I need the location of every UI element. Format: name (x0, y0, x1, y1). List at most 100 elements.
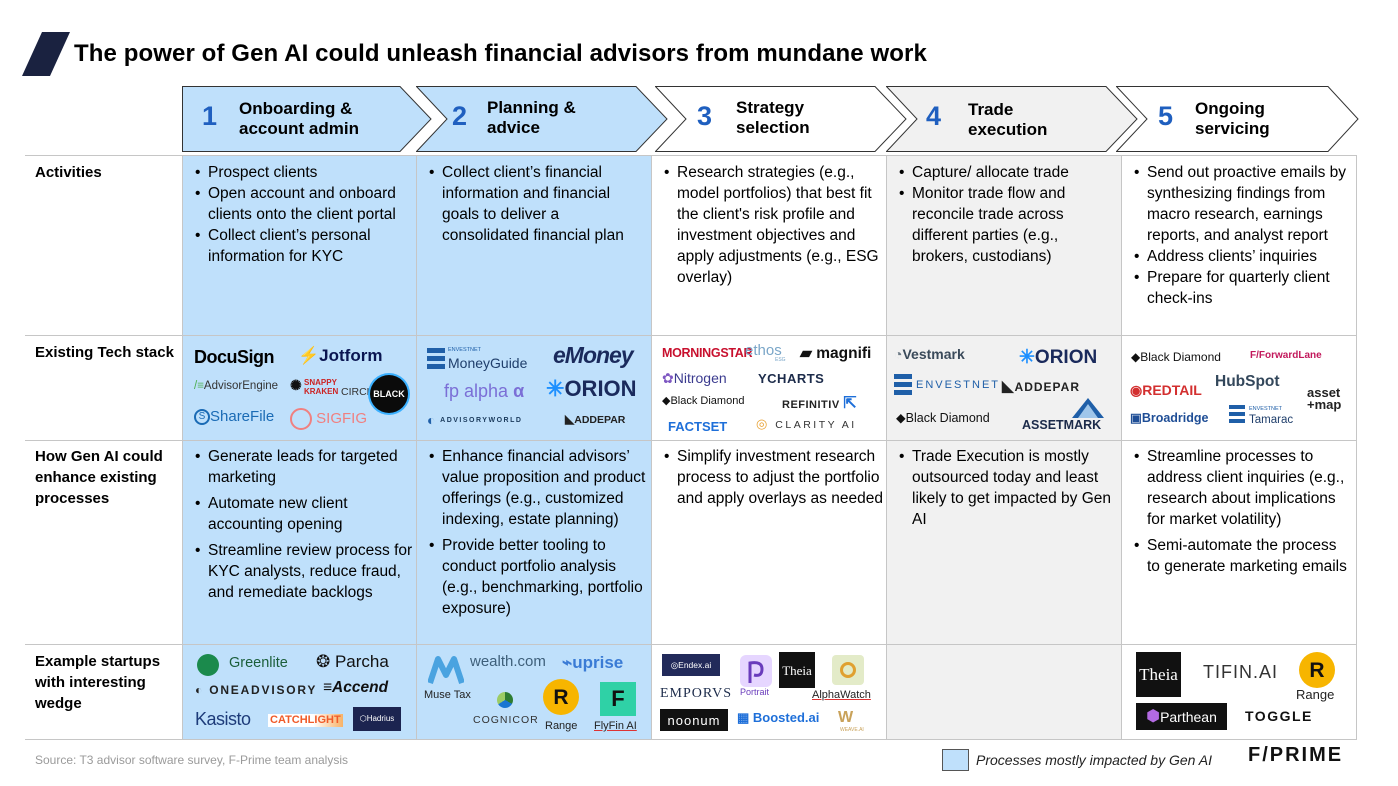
logo-envestnet: ENVESTNET (916, 379, 1001, 391)
logo-catchlight: CATCHLIGHT (268, 714, 343, 727)
cognicor-icon (497, 692, 513, 708)
logo-oneadvisory: ◐ ONEADVISORY (195, 683, 318, 697)
logo-factset: FACTSET (668, 419, 728, 434)
title-bar: The power of Gen AI could unleash financ… (22, 32, 927, 76)
alphawatch-icon (832, 655, 864, 685)
stage-number: 2 (452, 101, 468, 131)
flyfin-icon: F (600, 682, 636, 716)
logo-assetmark: ASSETMARK (1022, 418, 1102, 432)
logo-advisoryworld: ◐ ADVISORYWORLD (427, 412, 523, 428)
chevron-arrow-icon (886, 86, 1138, 152)
logo-moneyguide: MoneyGuide (448, 355, 528, 371)
grid-line (25, 644, 1357, 645)
logo-tifin: TIFIN.AI (1203, 662, 1278, 682)
grid-line (25, 739, 1357, 740)
list-item: Address clients’ inquiries (1131, 246, 1353, 267)
grid-line (182, 155, 183, 740)
logo-endex: ◎ Endex.ai (662, 654, 720, 676)
list-item: Provide better tooling to conduct portfo… (426, 535, 648, 619)
list-item: Open account and onboard clients onto th… (192, 183, 414, 225)
list-item: Capture/ allocate trade (896, 162, 1118, 183)
activities-cell-5: Send out proactive emails by synthesizin… (1131, 162, 1353, 314)
logo-sigfig: SIGFIG (290, 408, 367, 430)
logo-weave: WEAVE.AI (840, 727, 864, 733)
list-item: Prepare for quarterly client check-ins (1131, 267, 1353, 309)
logo-orion: ✳ORION (1019, 347, 1098, 368)
list-item: Simplify investment research process to … (661, 446, 883, 509)
logo-morningstar: MORNINGSTAR (662, 346, 753, 360)
logo-black-diamond: ◆Black Diamond (662, 395, 745, 407)
chevron-arrow-icon (655, 86, 907, 152)
logo-greenlite: Greenlite (229, 655, 288, 671)
logo-parthean: ⬢ Parthean (1136, 703, 1227, 730)
logo-redtail: ◉REDTAIL (1130, 382, 1202, 398)
list-item: Streamline review process for KYC analys… (192, 540, 414, 603)
stage-number: 1 (202, 101, 218, 131)
logo-broadridge: ▣Broadridge (1130, 411, 1209, 425)
range-icon: R (1299, 652, 1335, 688)
logo-muse-tax: Muse Tax (424, 689, 471, 701)
list-item: Generate leads for targeted marketing (192, 446, 414, 488)
grid-line (1356, 155, 1357, 740)
page-title: The power of Gen AI could unleash financ… (74, 40, 927, 67)
logo-envestnet-small: ENVESTNET (1249, 406, 1283, 412)
logo-circle-black-badge: BLACK (370, 375, 408, 413)
list-item: Send out proactive emails by synthesizin… (1131, 162, 1353, 246)
logo-orion: ✳ORION (546, 376, 637, 401)
stage-number: 3 (697, 101, 713, 131)
logo-jotform: ⚡Jotform (298, 346, 383, 365)
list-item: Monitor trade flow and reconcile trade a… (896, 183, 1118, 267)
stage-label: Onboarding &account admin (239, 99, 359, 138)
logo-ethos: ethos (745, 342, 782, 359)
genai-cell-5: Streamline processes to address client i… (1131, 446, 1353, 582)
logo-addepar: ◣ADDEPAR (565, 412, 626, 426)
activities-cell-2: Collect client’s financial information a… (426, 162, 648, 251)
logo-nitrogen: ✿Nitrogen (662, 370, 727, 386)
legend-swatch (942, 749, 969, 771)
chevron-arrow-icon (416, 86, 668, 152)
brand-logo: F/PRIME (1248, 744, 1344, 766)
logo-emoney: eMoney (553, 342, 634, 368)
logo-ycharts: YCHARTS (758, 371, 825, 386)
logo-parcha: ❂ Parcha (316, 652, 389, 671)
legend-label: Processes mostly impacted by Gen AI (976, 752, 1213, 768)
activities-cell-3: Research strategies (e.g., model portfol… (661, 162, 883, 293)
portrait-icon (740, 655, 772, 687)
logo-theia: Theia (1136, 652, 1181, 697)
chevron-arrow-icon (182, 86, 432, 152)
genai-cell-2: Enhance financial advisors’ value propos… (426, 446, 648, 624)
grid-line (651, 155, 652, 740)
logo-wealth-com: wealth.com (470, 653, 546, 670)
range-icon: R (543, 679, 579, 715)
list-item: Automate new client accounting opening (192, 493, 414, 535)
muse-tax-icon (427, 655, 465, 685)
envestnet-icon (1229, 405, 1245, 423)
list-item: Semi-automate the process to generate ma… (1131, 535, 1353, 577)
genai-cell-1: Generate leads for targeted marketing Au… (192, 446, 414, 608)
logo-clarity-ai: ◎ CLARITY AI (756, 416, 857, 431)
greenlite-icon (197, 654, 219, 676)
logo-addepar: ◣ADDEPAR (1002, 378, 1080, 395)
logo-kasisto: Kasisto (195, 709, 251, 729)
logo-emporus: EMPORVS (660, 686, 733, 701)
chevron-arrow-icon (1116, 86, 1359, 152)
logo-toggle: TOGGLE (1245, 708, 1313, 724)
logo-docusign: DocuSign (194, 347, 275, 367)
row-label-tech-stack: Existing Tech stack (35, 344, 174, 361)
activities-cell-4: Capture/ allocate trade Monitor trade fl… (896, 162, 1118, 272)
list-item: Collect client’s personal information fo… (192, 225, 414, 267)
logo-envestnet-mark (1229, 405, 1245, 425)
grid-line (25, 155, 1357, 156)
logo-theia: Theia (779, 652, 815, 688)
logo-accend: ≡Accend (323, 679, 389, 696)
logo-forwardlane: F/ForwardLane (1250, 350, 1322, 361)
envestnet-icon (427, 348, 445, 369)
list-item: Prospect clients (192, 162, 414, 183)
logo-envestnet-mark (427, 348, 445, 370)
